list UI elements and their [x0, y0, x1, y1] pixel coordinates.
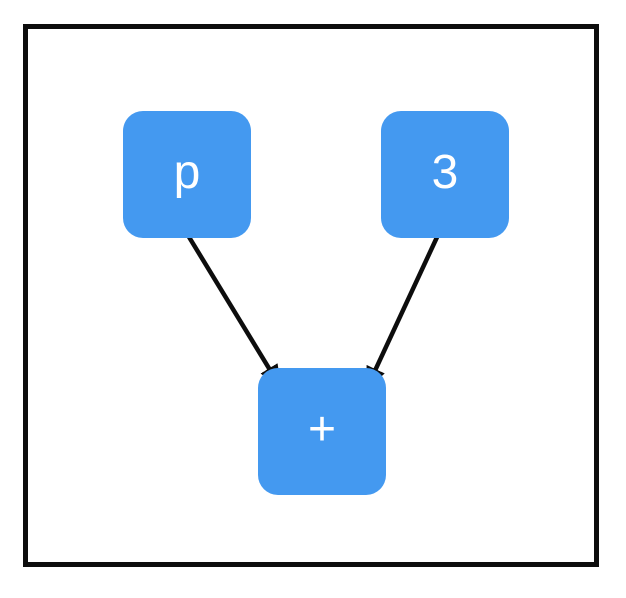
diagram-frame [23, 24, 599, 567]
tree-node-plus: + [258, 368, 386, 495]
tree-node-3: 3 [381, 111, 509, 238]
tree-node-3-label: 3 [431, 145, 459, 199]
tree-node-plus-label: + [307, 402, 337, 456]
tree-node-p: p [123, 111, 251, 238]
tree-node-p-label: p [173, 145, 201, 199]
